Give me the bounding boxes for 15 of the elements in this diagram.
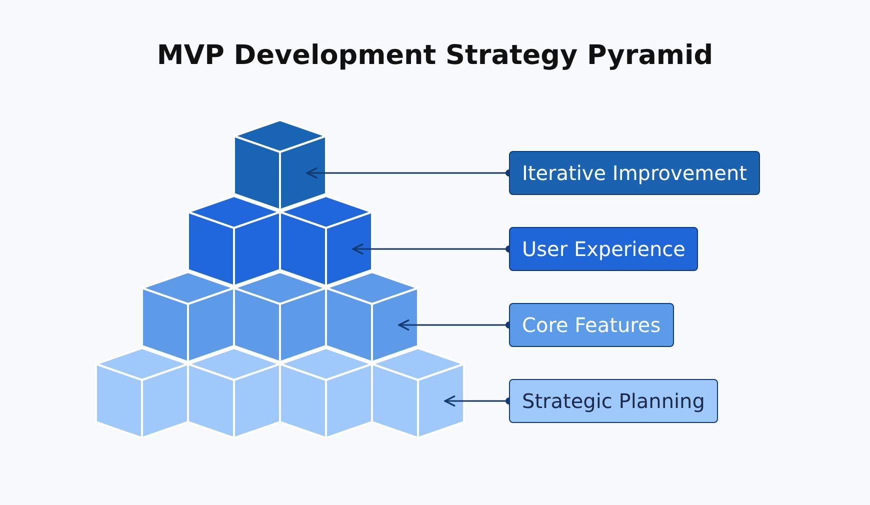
label-box: Strategic Planning bbox=[509, 379, 718, 423]
cube bbox=[233, 271, 327, 363]
cube bbox=[187, 347, 281, 439]
cube bbox=[325, 271, 419, 363]
cube bbox=[279, 347, 373, 439]
label-box: Iterative Improvement bbox=[509, 151, 760, 195]
cube bbox=[141, 271, 235, 363]
cube bbox=[233, 119, 327, 211]
cube bbox=[95, 347, 189, 439]
cube bbox=[371, 347, 465, 439]
title: MVP Development Strategy Pyramid bbox=[156, 40, 714, 71]
cube bbox=[279, 195, 373, 287]
label-box: Core Features bbox=[509, 303, 674, 347]
cube bbox=[187, 195, 281, 287]
label-box: User Experience bbox=[509, 227, 698, 271]
